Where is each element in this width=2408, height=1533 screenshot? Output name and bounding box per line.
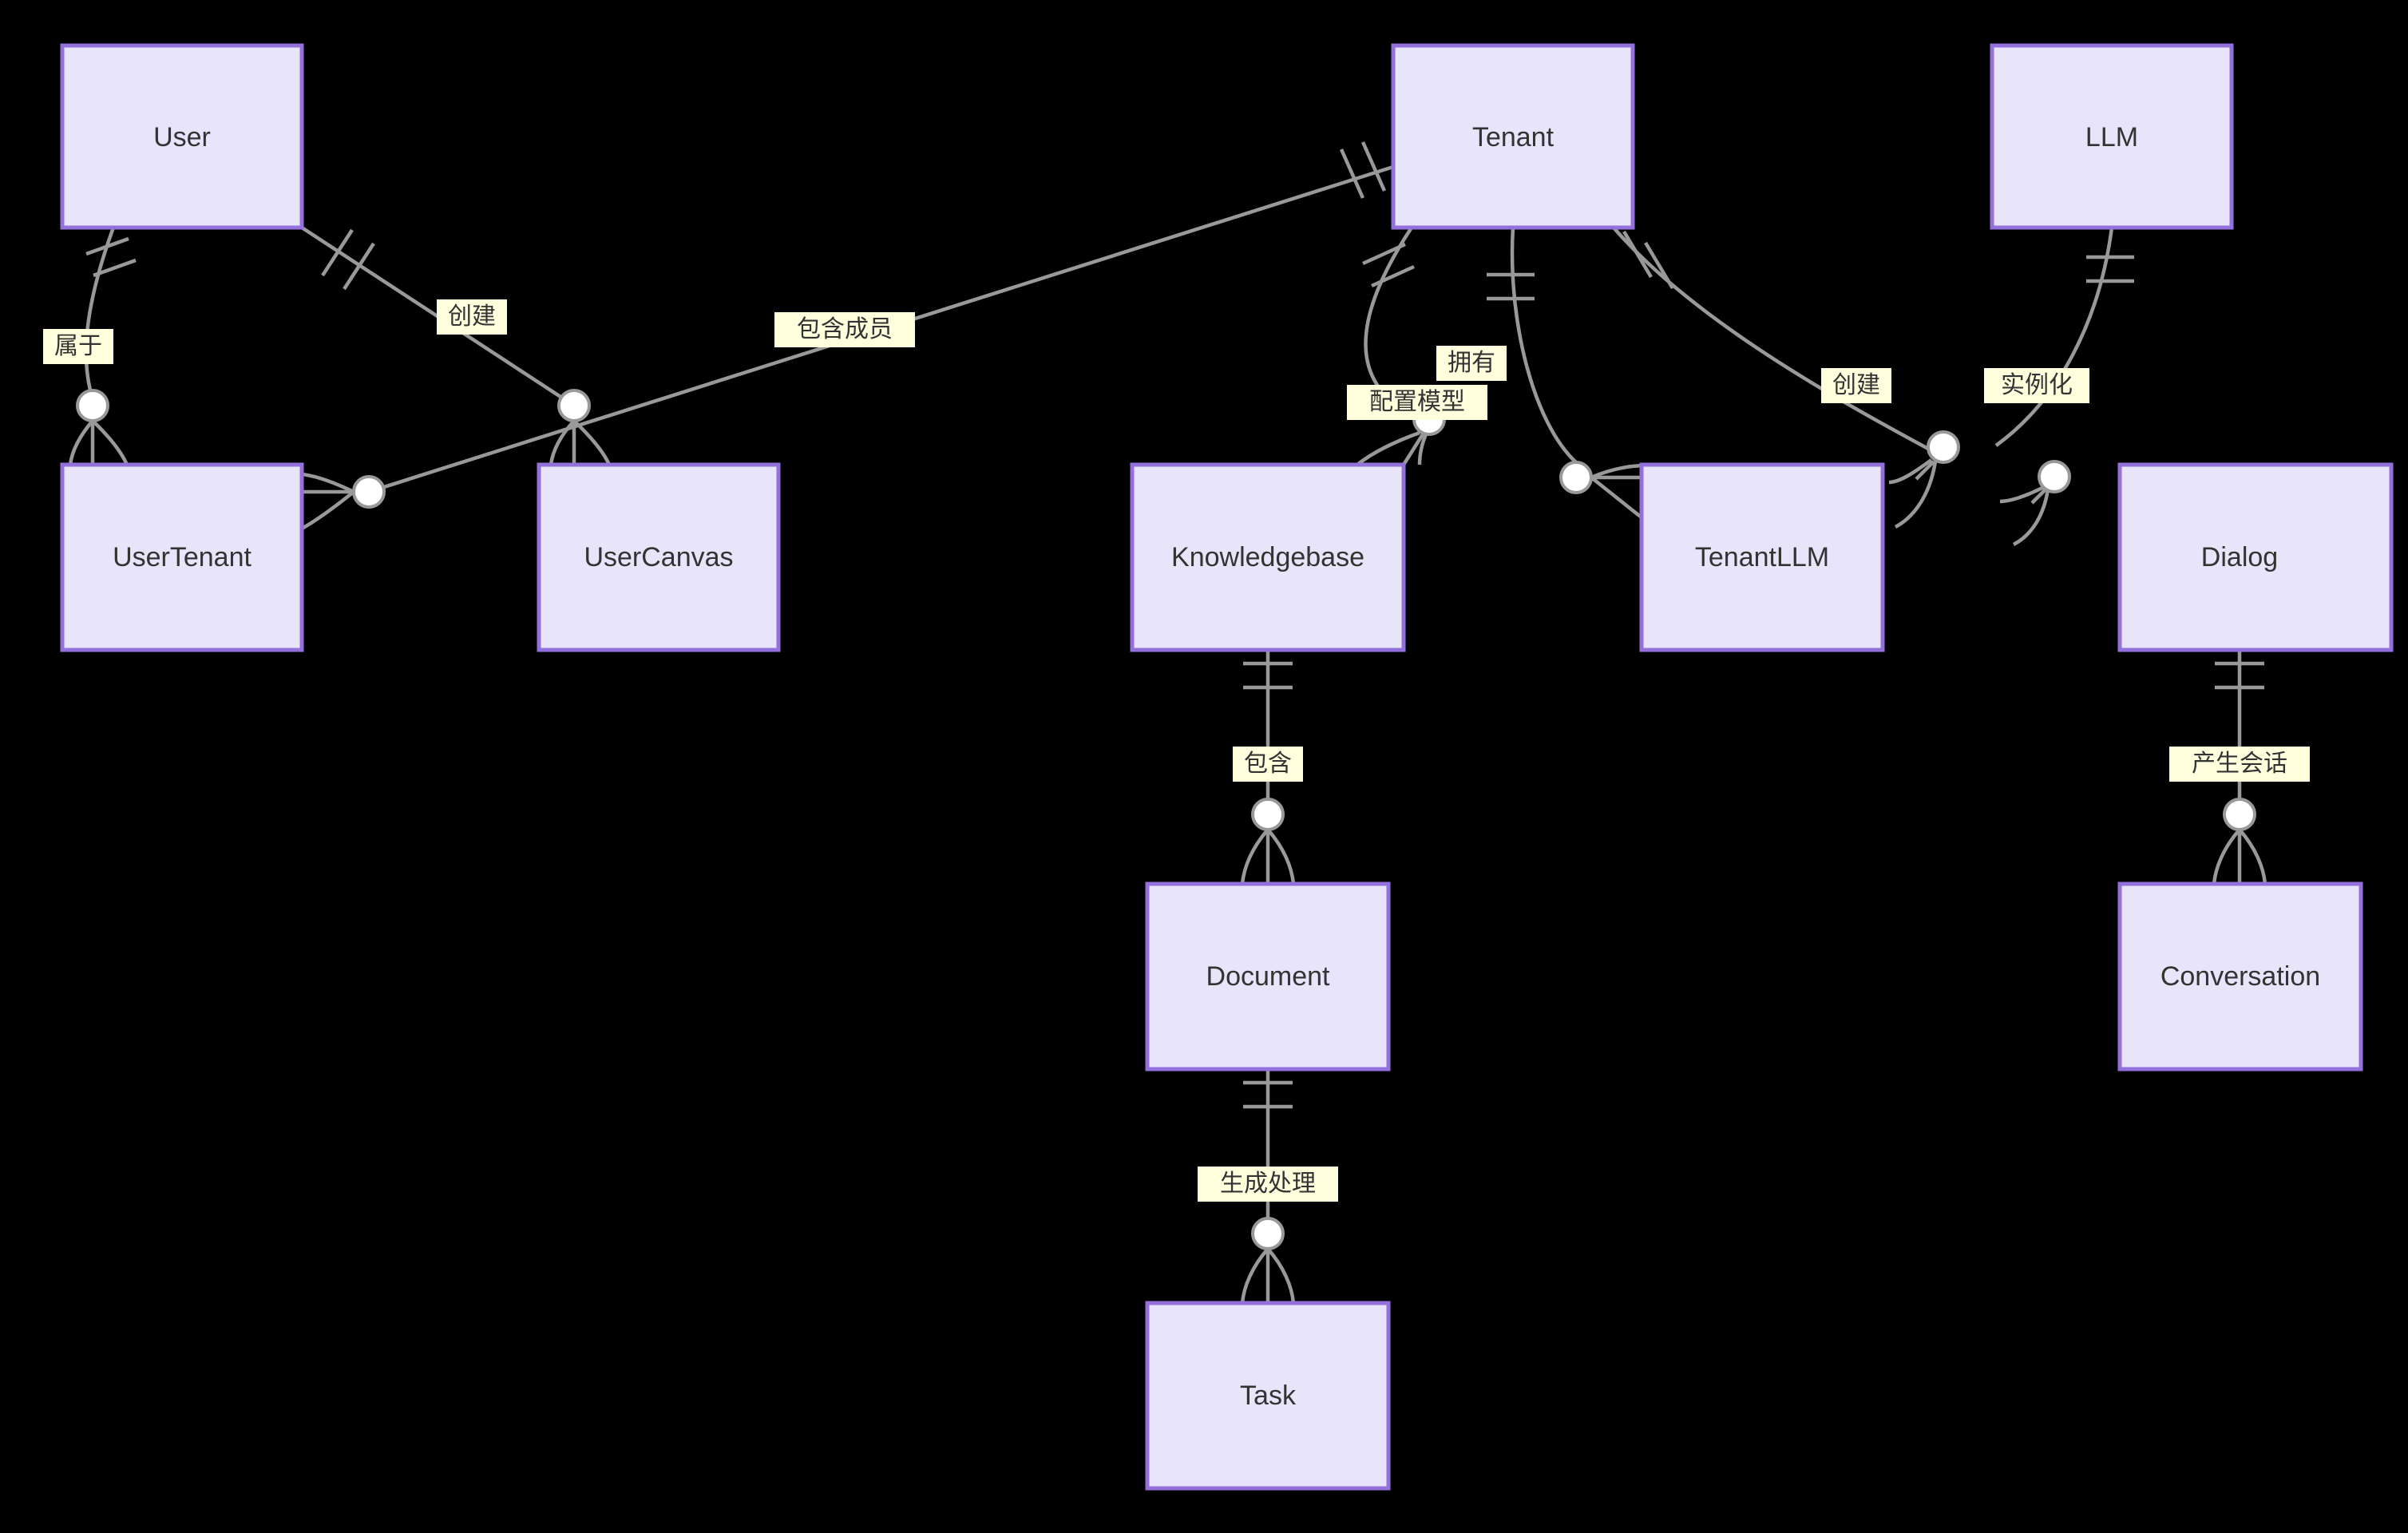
entity-label-tenant: Tenant bbox=[1472, 122, 1555, 153]
relationship-labels: 属于 创建 包含成员 配置模型 拥有 创建 实例化 包含 bbox=[43, 299, 2310, 1202]
entity-label-conversation: Conversation bbox=[2160, 961, 2320, 992]
rel-label-text-contains-doc: 包含 bbox=[1244, 751, 1292, 777]
edge-tenant-dialog bbox=[1612, 226, 1960, 529]
rel-label-text-produces-conversation: 产生会话 bbox=[2192, 751, 2287, 777]
entity-usertenant[interactable]: UserTenant bbox=[60, 462, 304, 652]
entity-label-task: Task bbox=[1240, 1380, 1297, 1411]
entity-tenantllm[interactable]: TenantLLM bbox=[1639, 462, 1885, 652]
entity-nodes: User Tenant LLM UserTenant UserCanvas Kn… bbox=[60, 43, 2394, 1491]
rel-label-text-belongs-to: 属于 bbox=[54, 333, 102, 359]
rel-label-contains-members: 包含成员 bbox=[774, 312, 915, 347]
edge-dialog-conversation bbox=[2212, 650, 2267, 885]
relationship-junction-dot bbox=[1251, 1217, 1285, 1250]
rel-label-produces-conversation: 产生会话 bbox=[2169, 747, 2310, 782]
relationship-junction-dot bbox=[76, 389, 109, 422]
entity-label-usercanvas: UserCanvas bbox=[584, 542, 733, 572]
entity-tenant[interactable]: Tenant bbox=[1391, 43, 1635, 230]
rel-label-text-contains-members: 包含成员 bbox=[797, 316, 893, 343]
relationship-edges bbox=[68, 141, 2267, 1304]
rel-label-text-configures-model: 配置模型 bbox=[1369, 389, 1465, 415]
edge-user-usercanvas bbox=[300, 226, 612, 465]
entity-usercanvas[interactable]: UserCanvas bbox=[537, 462, 781, 652]
rel-label-creates-canvas: 创建 bbox=[437, 299, 507, 335]
rel-label-owns: 拥有 bbox=[1436, 346, 1507, 381]
relationship-junction-dot bbox=[1559, 461, 1593, 494]
entity-task[interactable]: Task bbox=[1145, 1301, 1391, 1491]
entity-user[interactable]: User bbox=[60, 43, 304, 230]
entity-conversation[interactable]: Conversation bbox=[2117, 881, 2363, 1072]
entity-label-usertenant: UserTenant bbox=[113, 542, 251, 572]
rel-label-instantiates: 实例化 bbox=[1984, 368, 2089, 403]
relationship-junction-dot bbox=[1251, 798, 1285, 831]
edge-tenant-knowledgebase bbox=[1356, 226, 1446, 466]
entity-label-llm: LLM bbox=[2085, 122, 2138, 153]
rel-label-creates-dialog: 创建 bbox=[1821, 368, 1891, 403]
entity-dialog[interactable]: Dialog bbox=[2117, 462, 2394, 652]
rel-label-text-creates-canvas: 创建 bbox=[448, 303, 496, 330]
edge-document-task bbox=[1240, 1069, 1296, 1304]
relationship-junction-dot bbox=[557, 389, 591, 422]
relationship-junction-dot bbox=[2038, 460, 2071, 493]
entity-knowledgebase[interactable]: Knowledgebase bbox=[1130, 462, 1406, 652]
edge-llm-tenantllm bbox=[1994, 227, 2134, 546]
relationship-junction-dot bbox=[1927, 430, 1960, 464]
rel-label-text-generates-task: 生成处理 bbox=[1220, 1171, 1316, 1197]
entity-label-dialog: Dialog bbox=[2201, 542, 2278, 572]
rel-label-belongs-to: 属于 bbox=[43, 329, 113, 364]
rel-label-contains-doc: 包含 bbox=[1233, 747, 1303, 782]
entity-label-tenantllm: TenantLLM bbox=[1695, 542, 1829, 572]
entity-document[interactable]: Document bbox=[1145, 881, 1391, 1072]
rel-label-configures-model: 配置模型 bbox=[1347, 385, 1487, 420]
rel-label-text-creates-dialog: 创建 bbox=[1832, 372, 1880, 398]
rel-label-generates-task: 生成处理 bbox=[1198, 1167, 1338, 1202]
entity-label-document: Document bbox=[1206, 961, 1331, 992]
entity-label-knowledgebase: Knowledgebase bbox=[1171, 542, 1364, 572]
entity-llm[interactable]: LLM bbox=[1990, 43, 2234, 230]
rel-label-text-owns: 拥有 bbox=[1448, 350, 1495, 376]
entity-label-user: User bbox=[153, 122, 211, 153]
relationship-junction-dot bbox=[2223, 798, 2256, 831]
relationship-junction-dot bbox=[352, 475, 386, 509]
edge-knowledgebase-document bbox=[1240, 650, 1296, 885]
edge-tenant-tenantllm bbox=[1487, 227, 1643, 519]
rel-label-text-instantiates: 实例化 bbox=[2001, 372, 2073, 398]
